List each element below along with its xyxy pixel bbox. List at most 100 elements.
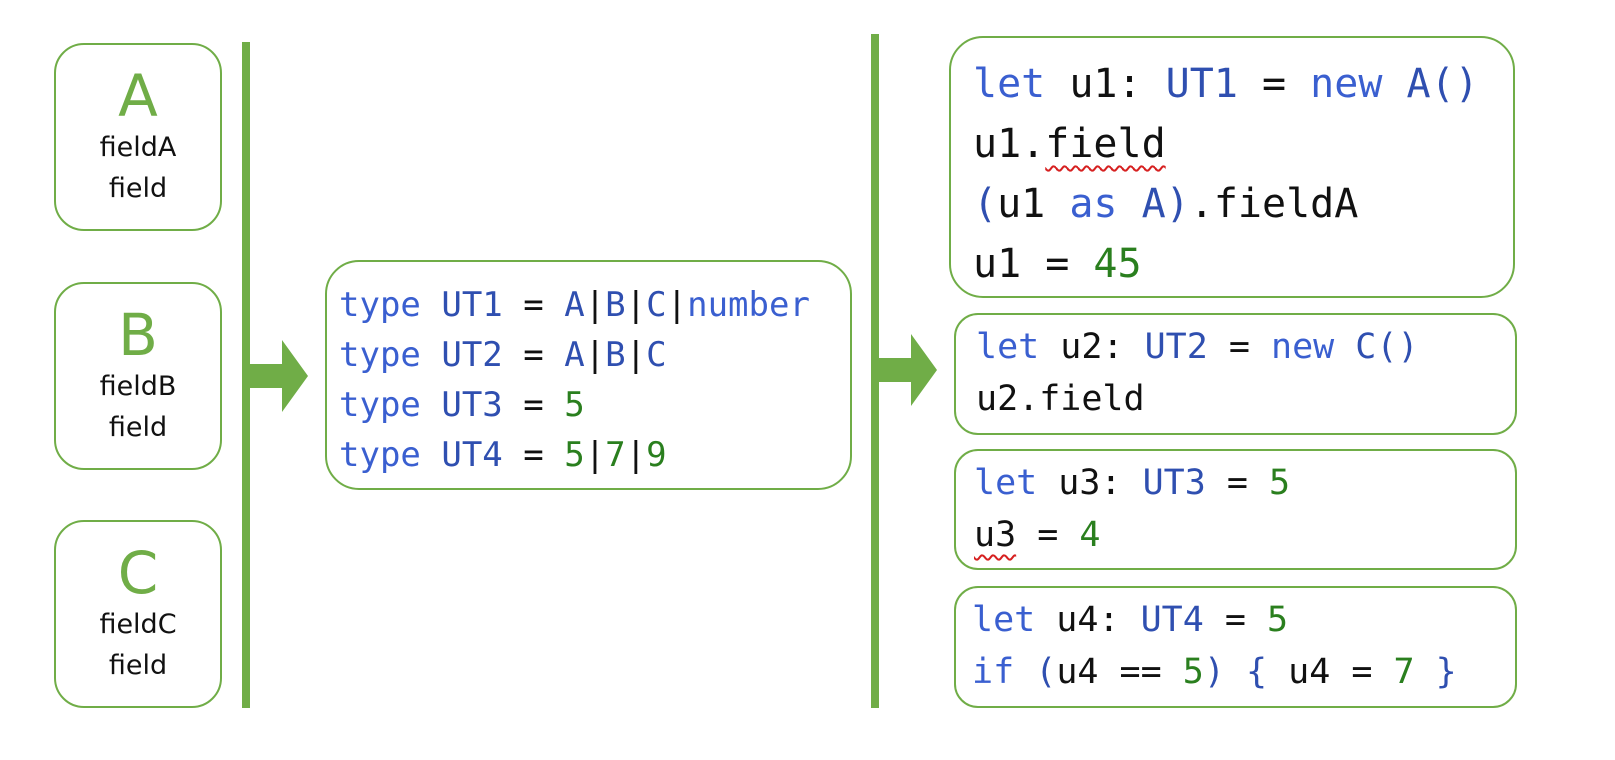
code-token: u2: [1039,327,1145,367]
code-token: = [523,335,565,375]
code-token: } [1414,652,1457,692]
code-token: 5 [1269,463,1291,503]
code-token: | [584,435,606,475]
code-line: u2.field [976,373,1515,425]
class-field: fieldC [99,609,177,640]
code-token: UT3 [1142,463,1206,503]
code-token: 4 [1079,515,1101,555]
code-token: | [625,285,647,325]
code-token: u4 == [1056,652,1183,692]
example-box-u1: let u1: UT1 = new A()u1.field(u1 as A).f… [949,36,1515,298]
code-token: | [584,285,606,325]
code-token: UT1 [420,285,524,325]
code-token: UT2 [1144,327,1208,367]
code-token: u1: [1045,61,1166,107]
code-token: 45 [1093,241,1142,287]
code-token: A) [1117,181,1190,227]
code-line: let u1: UT1 = new A() [973,54,1513,114]
code-token: | [625,335,647,375]
code-line: type UT3 = 5 [339,380,850,430]
code-token: UT4 [420,435,524,475]
code-token: C [646,285,667,325]
code-line: type UT1 = A|B|C|number [339,280,850,330]
code-token: type [339,335,421,375]
code-token: ( [1014,652,1057,692]
code-token: u1 [997,181,1070,227]
code-token: B [605,285,626,325]
arrow-right-icon [875,334,937,406]
code-token: = [1237,61,1311,107]
code-token-error: field [1045,121,1166,167]
code-token: = [523,385,565,425]
code-token: A [564,335,585,375]
code-token: let [972,600,1036,640]
class-name: A [118,62,158,130]
code-line: let u4: UT4 = 5 [972,594,1515,646]
class-name: C [117,539,159,607]
code-token: new [1271,327,1335,367]
code-token: ) { [1203,652,1289,692]
code-token: let [973,61,1046,107]
class-field: field [108,173,168,204]
code-line: (u1 as A).fieldA [973,174,1513,234]
code-token: A [564,285,585,325]
code-token: A() [1382,61,1479,107]
code-token: UT3 [420,385,524,425]
code-line: u3 = 4 [974,509,1515,561]
class-field: fieldA [99,132,177,163]
code-token: new [1310,61,1383,107]
code-token: type [339,285,421,325]
class-box-b: B fieldB field [54,282,222,470]
code-line: u1 = 45 [973,234,1513,294]
code-token: 7 [1393,652,1415,692]
code-token: = [523,435,565,475]
class-box-c: C fieldC field [54,520,222,708]
code-line: if (u4 == 5) { u4 = 7 } [972,646,1515,698]
code-token: C() [1334,327,1419,367]
example-code: let u1: UT1 = new A()u1.field(u1 as A).f… [973,54,1513,294]
code-token-error: u3 [974,515,1017,555]
code-token: type [339,435,421,475]
code-token: 5 [564,385,585,425]
code-line: let u3: UT3 = 5 [974,457,1515,509]
code-token: 5 [564,435,585,475]
code-token: number [687,285,810,325]
code-line: let u2: UT2 = new C() [976,321,1515,373]
class-field: fieldB [99,371,177,402]
example-box-u2: let u2: UT2 = new C() u2.field [954,313,1517,435]
code-token: u3: [1037,463,1143,503]
code-line: type UT4 = 5|7|9 [339,430,850,480]
code-token: UT4 [1140,600,1204,640]
code-token: u2.field [976,379,1145,419]
code-token: u1 = [973,241,1094,287]
code-token: = [1205,463,1270,503]
class-box-a: A fieldA field [54,43,222,231]
code-token: u4: [1035,600,1141,640]
code-token: | [584,335,606,375]
code-token: ( [973,181,998,227]
code-token: C [646,335,667,375]
code-line: u1.field [973,114,1513,174]
code-token: type [339,385,421,425]
code-token: = [523,285,565,325]
code-token: 9 [646,435,667,475]
example-code: let u2: UT2 = new C() u2.field [976,321,1515,425]
code-token: let [974,463,1038,503]
code-token: 5 [1267,600,1289,640]
arrow-right-icon [246,340,308,412]
code-token: if [972,652,1015,692]
code-token: = [1207,327,1272,367]
code-line: type UT2 = A|B|C [339,330,850,380]
code-token: let [976,327,1040,367]
code-token: as [1069,181,1118,227]
code-token: | [666,285,688,325]
code-token: UT1 [1165,61,1238,107]
class-name: B [118,301,158,369]
code-token: = [1203,600,1268,640]
